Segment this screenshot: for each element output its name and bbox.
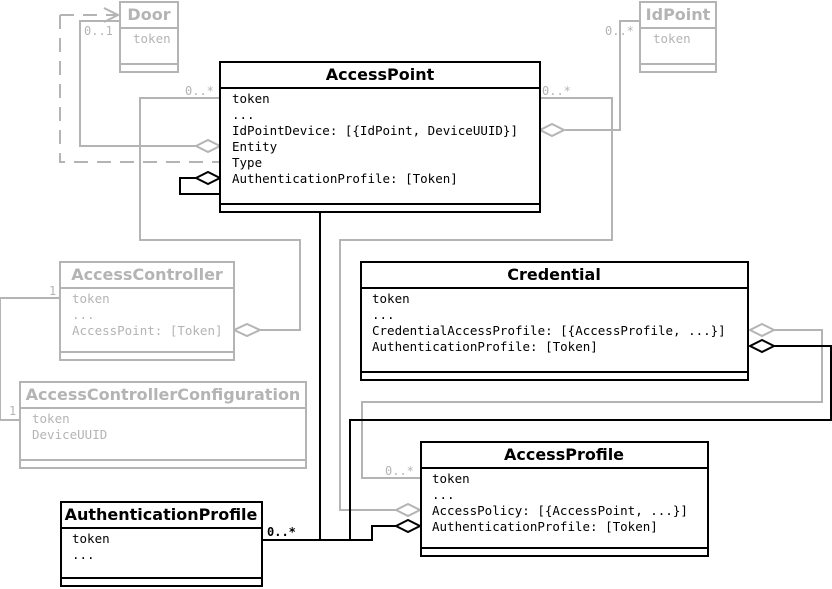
accesscontrollerconfiguration-title: AccessControllerConfiguration bbox=[26, 385, 301, 404]
attribute: Entity bbox=[232, 139, 278, 154]
class-accesscontrollerconfiguration bbox=[19, 381, 307, 469]
aggregation-diamond-icon bbox=[193, 170, 223, 186]
aggregation-diamond-icon bbox=[231, 322, 263, 338]
multiplicity-label: 0..* bbox=[542, 84, 571, 98]
authprofile-credential-association bbox=[349, 345, 832, 540]
door-entity-association bbox=[79, 20, 196, 147]
attribute: AccessPolicy: [{AccessPoint, ...}] bbox=[432, 503, 688, 518]
accesscontroller-title: AccessController bbox=[71, 265, 223, 284]
attribute: IdPointDevice: [{IdPoint, DeviceUUID}] bbox=[232, 123, 518, 138]
multiplicity-label: 0..* bbox=[267, 525, 296, 539]
authenticationprofile-title: AuthenticationProfile bbox=[65, 505, 258, 524]
multiplicity-label: 1 bbox=[9, 404, 16, 418]
accessprofile-title: AccessProfile bbox=[504, 445, 624, 464]
aggregation-diamond-icon bbox=[393, 502, 423, 518]
aggregation-diamond-icon bbox=[193, 138, 223, 154]
attribute: AccessPoint: [Token] bbox=[72, 323, 223, 338]
multiplicity-label: 0..* bbox=[385, 464, 414, 478]
credential-title: Credential bbox=[507, 265, 601, 284]
attribute: token bbox=[432, 471, 470, 486]
attribute: AuthenticationProfile: [Token] bbox=[232, 171, 458, 186]
attribute: ... bbox=[432, 487, 455, 502]
attribute: AuthenticationProfile: [Token] bbox=[432, 519, 658, 534]
attribute: ... bbox=[72, 547, 95, 562]
attribute: ... bbox=[72, 307, 95, 322]
aggregation-diamond-icon bbox=[393, 518, 423, 534]
multiplicity-label: 0..1 bbox=[84, 24, 113, 38]
class-door bbox=[119, 1, 179, 73]
attribute: CredentialAccessProfile: [{AccessProfile… bbox=[372, 323, 726, 338]
attribute: token bbox=[32, 411, 70, 426]
attribute: token bbox=[653, 31, 691, 46]
attribute: token bbox=[372, 291, 410, 306]
attribute: token bbox=[232, 91, 270, 106]
attribute: ... bbox=[372, 307, 395, 322]
class-accesspoint bbox=[219, 61, 541, 213]
aggregation-diamond-icon bbox=[747, 322, 777, 338]
attribute: ... bbox=[232, 107, 255, 122]
class-credential bbox=[360, 261, 749, 381]
class-accessprofile bbox=[420, 441, 709, 557]
multiplicity-label: 0..* bbox=[605, 24, 634, 38]
aggregation-diamond-icon bbox=[537, 122, 567, 138]
door-title: Door bbox=[127, 5, 170, 24]
authprofile-accessprofile-association bbox=[320, 525, 396, 541]
class-accesscontroller bbox=[59, 261, 235, 361]
attribute: token bbox=[72, 531, 110, 546]
multiplicity-label: 1 bbox=[49, 284, 56, 298]
multiplicity-label: 0..* bbox=[185, 84, 214, 98]
accesspoint-controller-association bbox=[139, 97, 301, 331]
class-authenticationprofile bbox=[60, 501, 263, 587]
idpoint-title: IdPoint bbox=[646, 5, 711, 24]
attribute: token bbox=[72, 291, 110, 306]
accessprofile-credential-association bbox=[361, 329, 823, 479]
attribute: AuthenticationProfile: [Token] bbox=[372, 339, 598, 354]
door-dashed-association bbox=[59, 14, 220, 163]
idpoint-association bbox=[565, 20, 640, 131]
class-idpoint bbox=[639, 1, 717, 73]
accesspoint-title: AccessPoint bbox=[326, 65, 435, 84]
attribute: token bbox=[133, 31, 171, 46]
attribute: DeviceUUID bbox=[32, 427, 107, 442]
aggregation-diamond-icon bbox=[747, 338, 777, 354]
controller-config-association bbox=[0, 297, 60, 421]
door-arrowhead-icon bbox=[103, 7, 121, 23]
attribute: Type bbox=[232, 155, 262, 170]
